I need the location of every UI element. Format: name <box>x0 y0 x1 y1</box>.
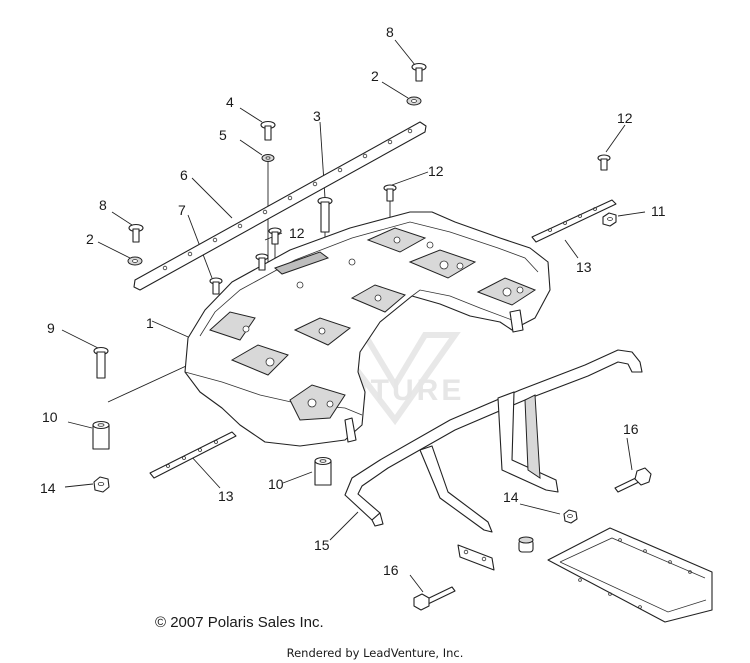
callout-10-left: 10 <box>42 409 58 425</box>
callout-8-left: 8 <box>99 197 107 213</box>
callout-13-right: 13 <box>576 259 592 275</box>
callout-11: 11 <box>651 203 666 219</box>
callout-16-right: 16 <box>623 421 639 437</box>
rail-strip-right <box>531 199 617 243</box>
callout-9: 9 <box>47 320 55 336</box>
callout-3: 3 <box>313 108 321 124</box>
rack-holes <box>242 236 524 408</box>
bolt-7 <box>209 277 223 295</box>
rack-support-frame <box>344 349 643 571</box>
bolt-3 <box>317 196 333 233</box>
bolt-9 <box>93 346 109 379</box>
callout-12-center: 12 <box>289 225 305 241</box>
side-rail-top <box>133 121 427 291</box>
callout-2-top: 2 <box>371 68 379 84</box>
bolt-12-a <box>383 184 397 202</box>
callout-5: 5 <box>219 127 227 143</box>
callout-13-left: 13 <box>218 488 234 504</box>
callout-1: 1 <box>146 315 154 331</box>
callout-12-right: 12 <box>617 110 633 126</box>
bolt-8-left <box>128 223 144 243</box>
callout-12-upper: 12 <box>428 163 444 179</box>
callout-2-left: 2 <box>86 231 94 247</box>
bolt-12-b <box>268 227 282 245</box>
callout-15: 15 <box>314 537 330 553</box>
cargo-frame-corner <box>547 527 713 623</box>
callout-4: 4 <box>226 94 234 110</box>
callout-14-left: 14 <box>40 480 56 496</box>
callout-labels: 1 2 2 3 4 5 6 7 8 8 9 10 10 11 12 12 12 … <box>40 24 666 578</box>
callout-14-right: 14 <box>503 489 519 505</box>
rail-strip-left <box>149 431 237 479</box>
nut-14-right <box>563 509 578 524</box>
bolt-8-top <box>411 62 427 82</box>
rendered-by-credit: Rendered by LeadVenture, Inc. <box>286 646 464 660</box>
bolt-16-bottom <box>413 586 456 611</box>
callout-6: 6 <box>180 167 188 183</box>
bolt-4 <box>260 120 276 141</box>
bolt-12-c <box>255 253 269 271</box>
callout-7: 7 <box>178 202 186 218</box>
copyright-notice: © 2007 Polaris Sales Inc. <box>155 614 324 631</box>
spacer-10-center <box>314 456 332 486</box>
bolt-12-right <box>597 154 611 171</box>
nut-14-left <box>93 476 110 493</box>
nut-11 <box>602 212 617 227</box>
spacer-10-left <box>92 420 110 450</box>
callout-16-bottom: 16 <box>383 562 399 578</box>
grommet <box>518 536 534 553</box>
rear-rack <box>184 211 551 447</box>
callout-10-center: 10 <box>268 476 284 492</box>
bolt-16-right <box>614 467 652 493</box>
callout-8-top: 8 <box>386 24 394 40</box>
fasteners <box>92 62 652 611</box>
